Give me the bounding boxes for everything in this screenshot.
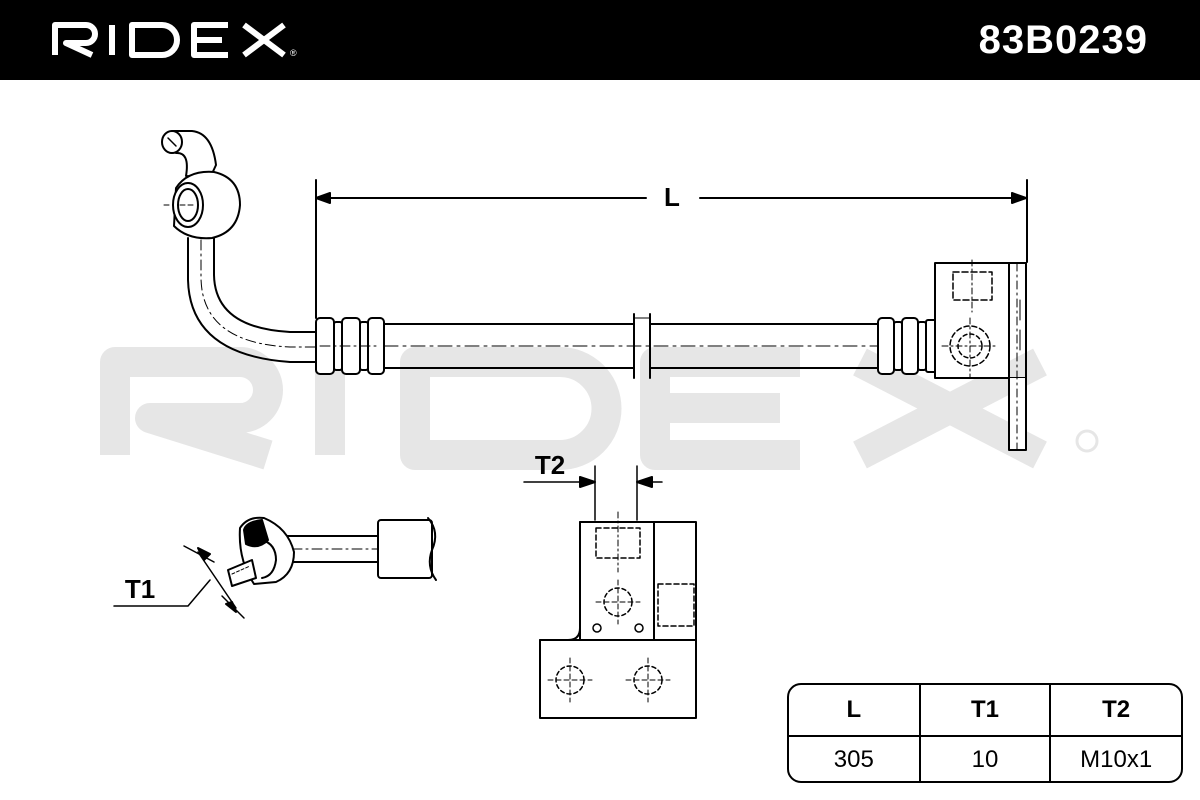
bracket-block — [934, 259, 1027, 451]
label-t1: T1 — [125, 574, 155, 604]
spec-header-l: L — [789, 685, 920, 737]
svg-text:®: ® — [290, 48, 297, 58]
spec-value-t2: M10x1 — [1049, 736, 1181, 781]
spec-table: L T1 T2 305 10 M10x1 — [787, 683, 1183, 783]
spec-table-value-row: 305 10 M10x1 — [789, 736, 1181, 781]
spec-table-header-row: L T1 T2 — [789, 685, 1181, 737]
ridex-logo: ® — [52, 22, 297, 58]
rubber-hose — [383, 313, 881, 379]
part-number: 83B0239 — [978, 18, 1148, 62]
spec-header-t2: T2 — [1049, 685, 1181, 737]
registered-mark-icon — [1075, 429, 1099, 453]
t1-dimension — [113, 545, 245, 619]
t2-dimension — [523, 465, 663, 521]
header-bar: ® 83B0239 — [0, 0, 1200, 80]
length-dimension — [315, 179, 1028, 319]
t1-detail-fitting — [227, 516, 437, 587]
t2-detail-bracket — [539, 511, 697, 719]
left-crimp-ferrule — [315, 317, 385, 375]
bent-tube — [187, 237, 319, 363]
right-crimp-ferrule — [877, 317, 937, 375]
label-t2: T2 — [535, 450, 565, 480]
label-length: L — [664, 182, 680, 212]
spec-header-t1: T1 — [918, 685, 1051, 737]
spec-value-l: 305 — [833, 746, 874, 773]
banjo-fitting — [163, 170, 241, 240]
spec-value-t1: 10 — [918, 736, 1051, 781]
